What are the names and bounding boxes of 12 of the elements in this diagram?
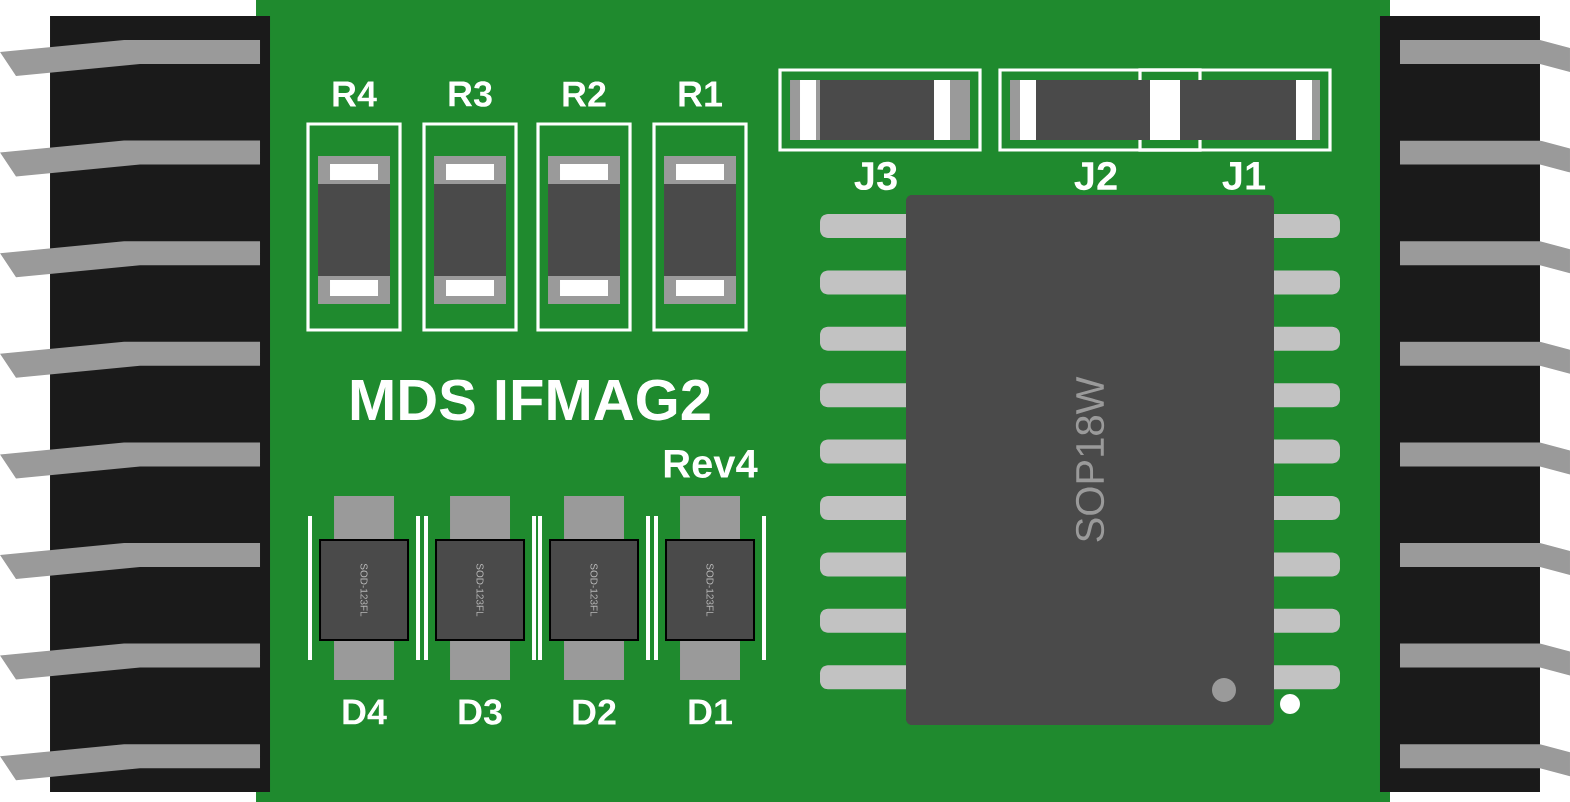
- ic-chip: SOP18W: [906, 195, 1274, 725]
- silkscreen-label: R1: [679, 81, 723, 107]
- silkscreen-label: D3: [459, 699, 502, 725]
- silkscreen-label: Rev4: [664, 450, 758, 478]
- silkscreen-label: MDS IFMAG2: [351, 379, 710, 421]
- silkscreen-label: D2: [573, 699, 616, 725]
- silkscreen-label: D1: [689, 699, 733, 725]
- silkscreen-label: R3: [449, 81, 492, 107]
- silkscreen-label: J3: [854, 161, 897, 191]
- silkscreen-label: R4: [333, 81, 377, 107]
- silkscreen-label: D4: [343, 699, 387, 725]
- silkscreen-label: R2: [563, 81, 606, 107]
